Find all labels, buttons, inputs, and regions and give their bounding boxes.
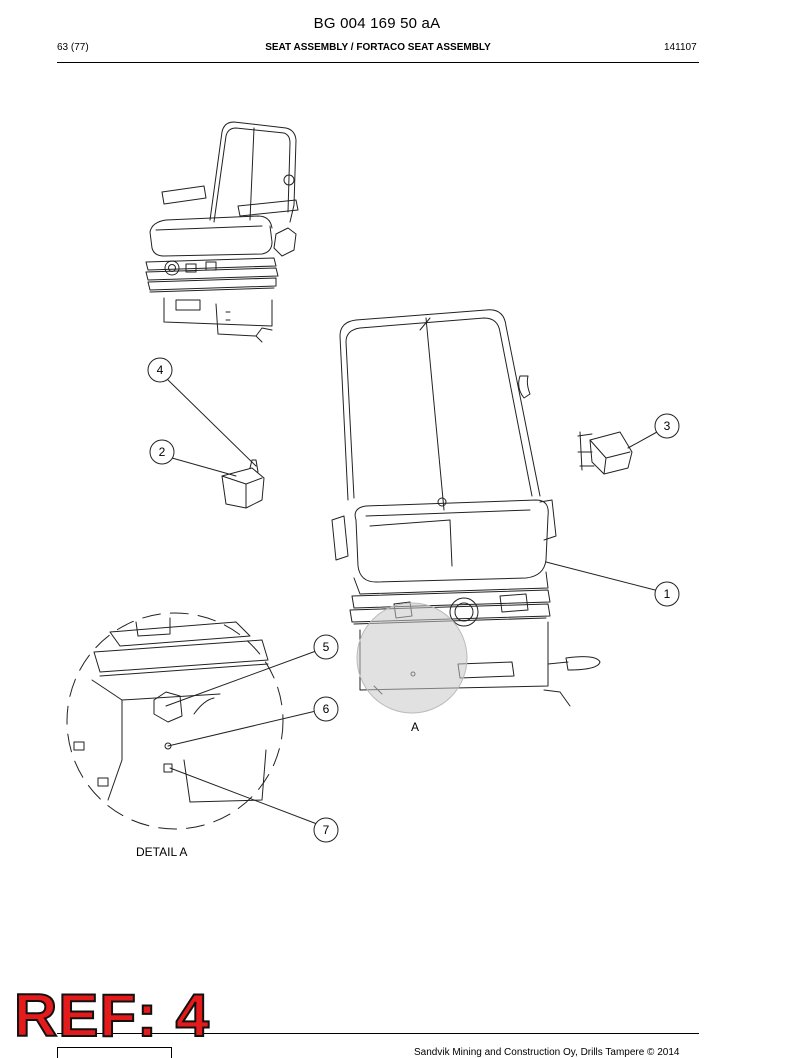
- callout-6: 6: [313, 696, 339, 722]
- callout-1-label: 1: [664, 587, 671, 601]
- callout-7-label: 7: [323, 823, 330, 837]
- callout-5: 5: [313, 634, 339, 660]
- detail-a-highlight: [356, 602, 468, 714]
- callout-6-label: 6: [323, 702, 330, 716]
- part-3-illustration: [577, 431, 633, 475]
- callout-1: 1: [654, 581, 680, 607]
- section-title: SEAT ASSEMBLY / FORTACO SEAT ASSEMBLY: [265, 42, 491, 53]
- footer-rule: [57, 1033, 699, 1034]
- callout-2-label: 2: [159, 445, 166, 459]
- overview-seat-illustration: [145, 121, 299, 343]
- main-seat-illustration: [331, 309, 601, 707]
- callout-3: 3: [654, 413, 680, 439]
- detail-a-label: DETAIL A: [136, 845, 188, 859]
- callout-4: 4: [147, 357, 173, 383]
- callout-2: 2: [149, 439, 175, 465]
- page-number: 63 (77): [57, 42, 89, 53]
- document-title: BG 004 169 50 aA: [313, 15, 441, 32]
- ref-stamp: REF: 4: [13, 982, 211, 1049]
- callout-3-label: 3: [664, 419, 671, 433]
- date-code: 141107: [664, 42, 697, 53]
- callout-4-label: 4: [157, 363, 164, 377]
- callout-7: 7: [313, 817, 339, 843]
- callout-5-label: 5: [323, 640, 330, 654]
- header-rule: [57, 62, 699, 63]
- view-label-a: A: [411, 720, 420, 734]
- leader-lines: [165, 377, 658, 825]
- part-2-illustration: [221, 459, 265, 509]
- detail-a-view: [66, 612, 284, 830]
